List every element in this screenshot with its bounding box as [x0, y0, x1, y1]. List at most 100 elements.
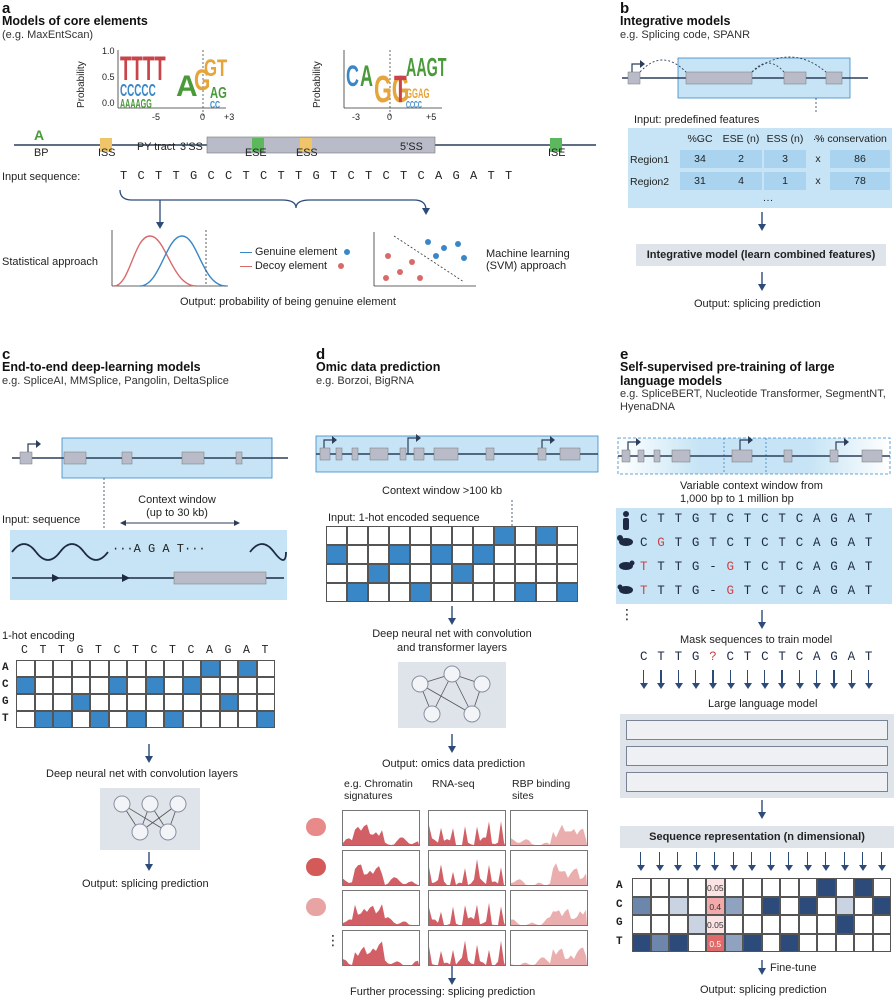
sequence-letter: T: [674, 536, 683, 550]
arrow-down-icon: [862, 852, 864, 866]
column-header: RBP binding sites: [512, 778, 571, 803]
onehot-cell: [127, 677, 146, 694]
onehot-cell: [219, 711, 238, 728]
onehot-cell: [182, 660, 201, 677]
label-iss: ISS: [98, 147, 116, 159]
sequence-letter: T: [864, 512, 873, 526]
onehot-cell: [145, 711, 164, 728]
arrow-down-icon: [694, 670, 697, 684]
omics-track: [510, 850, 588, 886]
llm-label: Large language model: [708, 698, 818, 710]
representation-cell: [687, 915, 706, 934]
statistical-approach-label: Statistical approach: [2, 256, 98, 268]
output-label: Output: splicing prediction: [82, 878, 209, 890]
arrow-head: [709, 683, 718, 689]
panel-title: Omic data prediction: [316, 360, 441, 374]
sequence-letter: G: [190, 169, 198, 183]
onehot-cell: [557, 545, 578, 564]
label-bp: BP: [34, 147, 49, 159]
onehot-cell: [410, 564, 431, 583]
sequence-letter: G: [691, 560, 700, 574]
species-icons: [617, 511, 635, 594]
legend: Genuine element Decoy element: [240, 246, 360, 274]
arrow-head: [822, 865, 830, 871]
sequence-letter: C: [113, 644, 121, 657]
representation-cell: [780, 933, 799, 952]
onehot-cell: [389, 564, 410, 583]
representation-cell: [854, 896, 873, 915]
label-3ss: 3’SS: [180, 141, 203, 153]
arrow-head: [748, 865, 756, 871]
row-label: T: [616, 935, 623, 948]
representation-cell: [724, 896, 743, 915]
onehot-cell: [494, 526, 515, 545]
probability-cell: 0.4: [706, 896, 725, 915]
logo-ylabel: Probability: [76, 61, 87, 108]
output-label: Output: splicing prediction: [694, 298, 821, 310]
context-window-label: Context window >100 kb: [382, 485, 503, 497]
row-label: C: [616, 898, 623, 911]
onehot-cell: [536, 545, 557, 564]
arrow-head: [692, 865, 701, 871]
panel-subtitle: e.g. SpliceAI, MMSplice, Pangolin, Delta…: [2, 375, 229, 387]
representation-cell: [650, 915, 669, 934]
logo-xtick: -5: [152, 112, 161, 122]
sequence-letter: C: [417, 169, 425, 183]
row-label: T: [2, 713, 9, 725]
representation-cell: [780, 915, 799, 934]
onehot-cell: [326, 545, 347, 564]
sequence-letter: C: [137, 169, 145, 183]
input-label: Input: sequence: [2, 514, 81, 526]
onehot-cell: [127, 660, 146, 677]
sequence-letter: T: [295, 169, 303, 183]
output-label: Output: splicing prediction: [700, 984, 827, 996]
legend-label: Decoy element: [255, 260, 328, 272]
sequence-logo-left: Probability 1.0 0.5 0.0 TTTT CCCCC AAAAG…: [76, 46, 238, 146]
onehot-cell: [473, 545, 494, 564]
onehot-cell: [536, 526, 557, 545]
sequence-letter: C: [795, 536, 804, 550]
dot-icon: [338, 263, 345, 269]
onehot-cell: [256, 677, 275, 694]
track-signal: [429, 859, 505, 885]
panel-subtitle: (e.g. MaxEntScan): [2, 29, 94, 41]
sequence-letter: G: [830, 536, 838, 550]
arrow-down-icon: [677, 852, 679, 866]
onehot-cell: [347, 564, 368, 583]
table-cell: 78: [830, 172, 890, 190]
sequence-letter: G: [691, 536, 700, 550]
arrow-down-icon: [788, 852, 790, 866]
row-label: Region1: [630, 154, 670, 166]
onehot-cell: [182, 677, 201, 694]
sequence-letter: T: [277, 169, 285, 183]
onehot-cell: [431, 564, 452, 583]
arrow-down-icon: [448, 966, 456, 985]
onehot-cell: [127, 694, 146, 711]
row-label: Region2: [630, 176, 670, 188]
sequence-letter: T: [58, 644, 65, 657]
arrow-down-icon: [781, 670, 783, 684]
onehot-cell: [71, 677, 90, 694]
onehot-cell: [473, 564, 494, 583]
onehot-cell: [431, 526, 452, 545]
llm-box: [620, 714, 894, 798]
arrow-head: [813, 683, 821, 689]
column-header: RNA-seq: [432, 778, 475, 790]
more-species-indicator: ⋮: [620, 606, 634, 622]
arrow-down-icon: [145, 852, 153, 871]
sequence-letter: C: [761, 584, 769, 598]
onehot-cell: [108, 694, 127, 711]
omics-track: [510, 930, 588, 966]
sequence-letter: T: [261, 644, 269, 657]
arrow-head: [726, 683, 735, 689]
representation-cell: [724, 933, 743, 952]
onehot-cell: [515, 583, 536, 602]
sequence-letter: T: [640, 560, 648, 574]
omics-track: [428, 890, 506, 926]
sequence-letter: C: [761, 536, 769, 550]
table-cell: x: [815, 153, 821, 165]
sequence-letter: A: [435, 169, 443, 183]
sequence-letter: T: [132, 644, 139, 657]
track-signal: [343, 904, 419, 925]
